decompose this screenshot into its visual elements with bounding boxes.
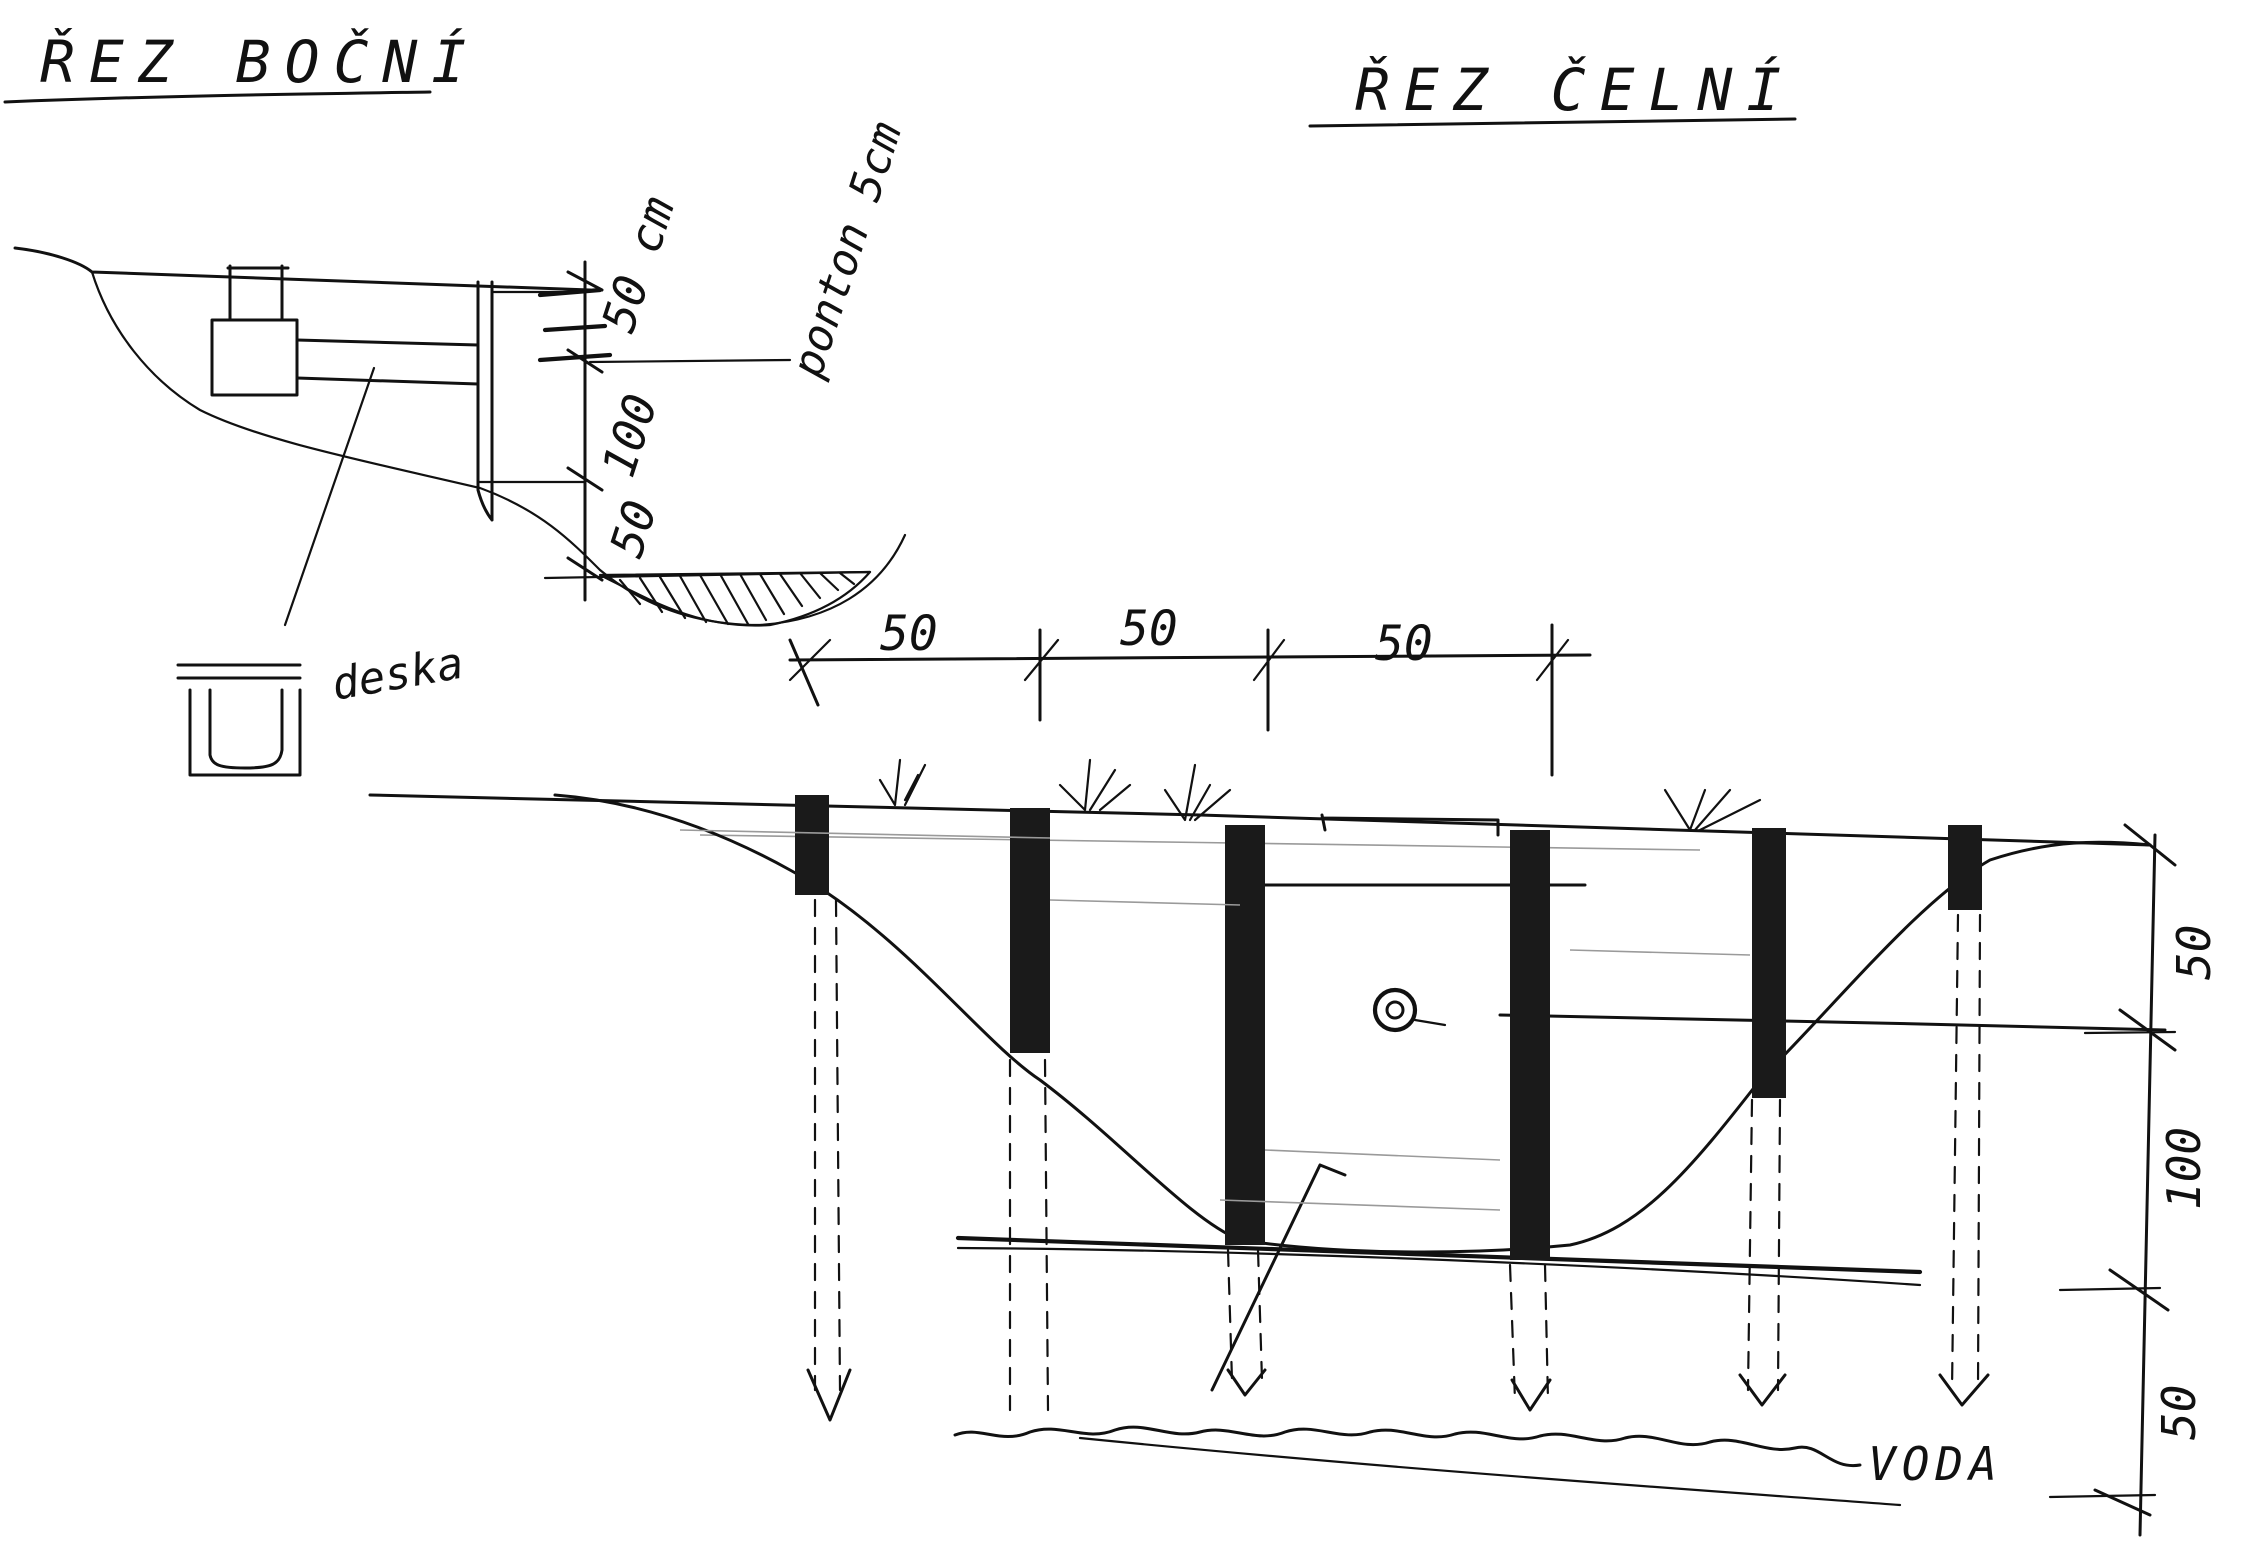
pile-3-tip xyxy=(1226,1368,1267,1397)
right-dim-extensions xyxy=(2048,1030,2177,1499)
water-shade xyxy=(1078,1436,1902,1507)
water-surface xyxy=(953,1425,1862,1468)
pile-4-shaft xyxy=(1508,1263,1550,1402)
board-profile xyxy=(188,688,302,777)
right-dim-1: 50 xyxy=(2167,925,2221,980)
pile-2-head xyxy=(1010,808,1050,1053)
piles xyxy=(795,795,1990,1422)
pile-5-shaft xyxy=(1746,1098,1782,1392)
pile-5-tip xyxy=(1738,1373,1787,1407)
faint-sketch-lines xyxy=(679,829,1751,1211)
grass-tufts xyxy=(878,758,1762,832)
side-dim-100: 100 xyxy=(591,388,668,484)
bottom-beam xyxy=(955,1235,1923,1275)
bolt-icon xyxy=(1372,987,1418,1033)
side-dim-extensions xyxy=(476,290,587,484)
pile-2-shaft xyxy=(1008,1058,1050,1412)
top-dim-3: 50 xyxy=(1375,616,1433,672)
board-leader xyxy=(283,366,376,627)
pile-6-shaft xyxy=(1950,913,1982,1392)
right-dimension-ticks xyxy=(2093,823,2177,1517)
deck-beams xyxy=(295,338,480,386)
front-section-title-group: ŘEZ ČELNÍ xyxy=(1308,55,1797,128)
pile-6-head xyxy=(1948,825,1982,910)
front-section-drawing: 50 50 50 xyxy=(368,601,2221,1537)
right-dim-2: 100 xyxy=(2157,1127,2211,1210)
pontoon-label: ponton 5cm xyxy=(782,116,913,385)
pile-1-shaft xyxy=(813,898,842,1392)
top-dim-2: 50 xyxy=(1120,601,1178,657)
pile-5-head xyxy=(1752,828,1786,1098)
bolt-leader xyxy=(1413,1018,1447,1027)
board-label: deska xyxy=(328,638,467,711)
right-dimension-line xyxy=(2138,833,2157,1537)
deck-shade-line xyxy=(699,834,1701,851)
pile-6-tip xyxy=(1938,1373,1990,1407)
pile-4-tip xyxy=(1510,1378,1552,1412)
water-hatching xyxy=(618,571,856,626)
water-body xyxy=(598,570,872,627)
water-label: VODA xyxy=(1868,1437,2003,1491)
side-section-title-group: ŘEZ BOČNÍ xyxy=(3,27,480,104)
water-surface-line xyxy=(1498,1013,2167,1032)
top-dimension-slashes xyxy=(788,638,1570,682)
top-dimension-ticks xyxy=(788,623,1554,777)
deck-box xyxy=(210,318,299,397)
pile-1-tip xyxy=(806,1368,852,1422)
pontoon-leader xyxy=(588,358,792,364)
top-board xyxy=(1320,813,1500,837)
pile-1-head xyxy=(795,795,829,895)
front-section-title: ŘEZ ČELNÍ xyxy=(1355,55,1795,124)
side-dim-ticks xyxy=(566,270,604,582)
bolt-center xyxy=(1385,1000,1405,1020)
pile-3-shaft xyxy=(1226,1248,1264,1382)
side-section-title: ŘEZ BOČNÍ xyxy=(40,27,480,96)
bottom-beam-shade xyxy=(956,1246,1922,1287)
side-dim-50: 50 xyxy=(599,494,667,563)
pile-3-head xyxy=(1225,825,1265,1245)
top-dimension-line xyxy=(788,653,1592,662)
side-dim-50cm: 50 cm xyxy=(591,190,685,338)
side-pile xyxy=(476,280,494,522)
front-title-underline xyxy=(1308,117,1797,128)
board-top xyxy=(176,663,302,680)
deck-frame-top xyxy=(226,264,290,322)
ground-line xyxy=(13,246,592,292)
top-dim-1: 50 xyxy=(880,606,938,662)
right-dim-3: 50 xyxy=(2152,1385,2206,1440)
side-title-underline xyxy=(3,90,432,104)
side-section-drawing: 50 cm 100 50 ponton 5cm deska xyxy=(13,116,913,777)
pile-4-head xyxy=(1510,830,1550,1260)
